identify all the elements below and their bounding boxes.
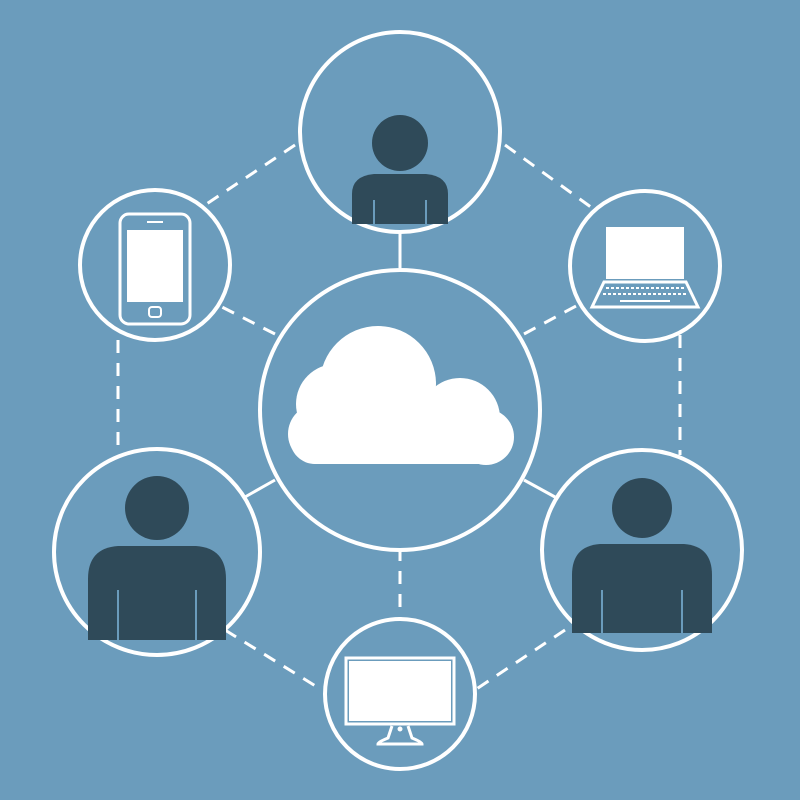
- node-circle: [540, 448, 744, 652]
- person-icon: [88, 476, 226, 640]
- node-circle: [52, 447, 262, 657]
- node-circle: [323, 617, 477, 771]
- connector-person-right-to-monitor: [474, 628, 566, 692]
- desktop-monitor-icon: [344, 656, 456, 746]
- spoke-person-right: [523, 478, 556, 499]
- cloud-icon: [288, 326, 514, 465]
- node-circle: [78, 188, 232, 342]
- hub-node: [258, 268, 542, 552]
- node-top: [298, 30, 502, 234]
- laptop-icon: [589, 227, 701, 309]
- peer-connectors: [116, 143, 682, 692]
- node-upper-right: [568, 189, 722, 343]
- connector-top-to-laptop: [504, 143, 596, 212]
- connector-top-to-phone: [204, 143, 296, 207]
- person-icon: [572, 478, 712, 633]
- spoke-laptop: [523, 303, 579, 336]
- smartphone-icon: [118, 212, 192, 326]
- node-upper-left: [78, 188, 232, 342]
- node-circle: [298, 30, 502, 234]
- node-lower-left: [52, 447, 262, 657]
- person-icon: [352, 115, 448, 224]
- node-bottom: [323, 617, 477, 771]
- node-lower-right: [540, 448, 744, 652]
- hub-circle: [258, 268, 542, 552]
- hub-spokes: [217, 232, 579, 620]
- node-circle: [568, 189, 722, 343]
- spoke-person-left: [244, 478, 276, 499]
- spoke-phone: [217, 303, 276, 336]
- connector-person-left-to-monitor: [224, 628, 323, 692]
